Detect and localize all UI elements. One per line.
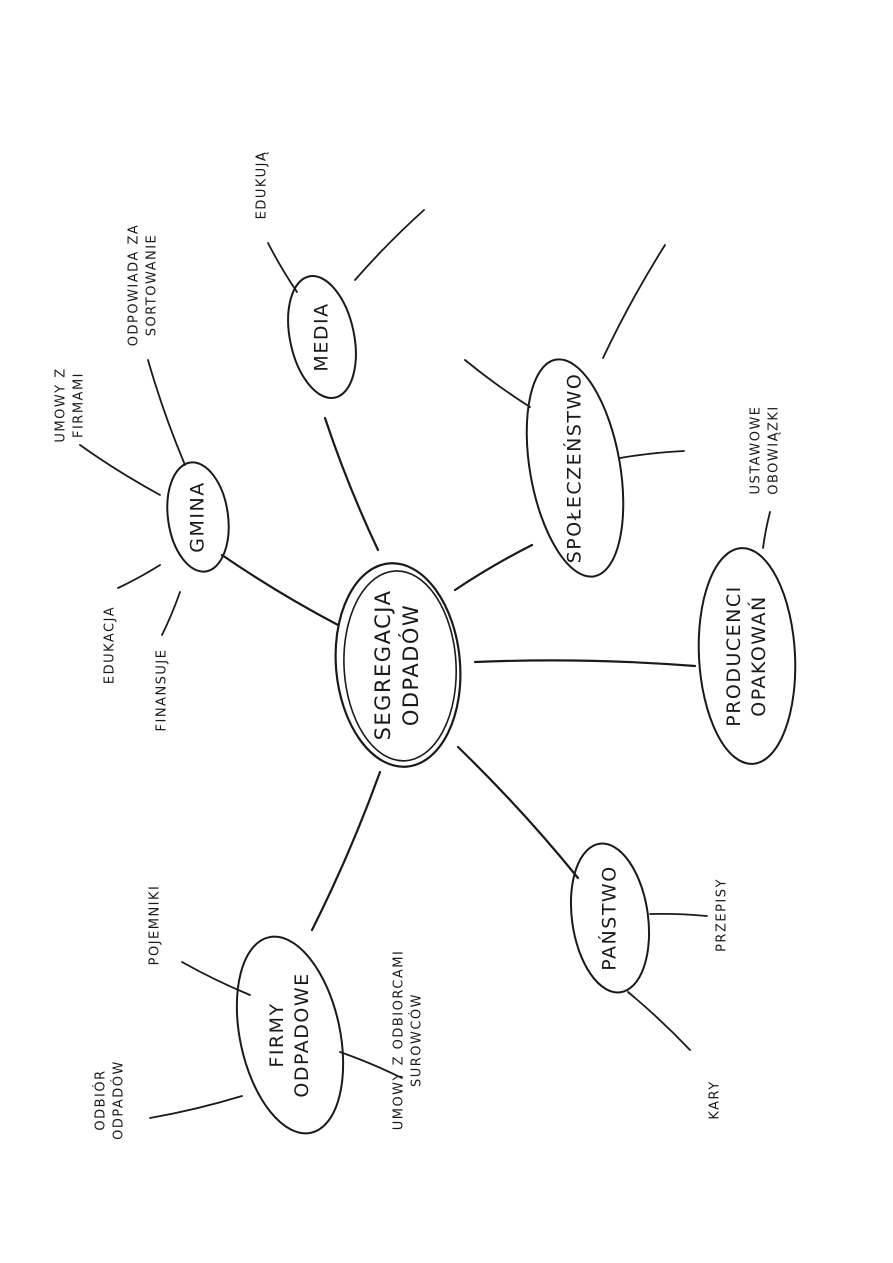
edge-gmina-to-umowy [79, 444, 161, 496]
node-firmy-label-line-1: FIRMY [266, 1002, 288, 1067]
node-media-label: MEDIA [311, 302, 333, 371]
node-spoleczenstwo-label: SPOŁECZEŃSTWO [563, 373, 586, 564]
leaf-pojemniki-label: POJEMNIKI [148, 885, 163, 966]
leaf-kary-label-line-1: KARY [708, 1080, 723, 1119]
leaf-ustawowe-label-line-1: USTAWOWE [749, 405, 764, 494]
leaf-edukacja-label-line-1: EDUKACJA [103, 606, 118, 684]
edge-center-to-spoleczenstwo [453, 543, 534, 592]
node-producenci-label-line-1: PRODUCENCI [723, 585, 745, 727]
edge-spoleczenstwo-to-blank-c [619, 450, 685, 459]
node-firmy-ellipse [235, 935, 345, 1135]
edge-center-to-gmina [220, 553, 340, 627]
edge-producenci-to-ustawowe [762, 511, 771, 549]
edge-center-to-firmy [310, 770, 382, 932]
diagram-nodes [166, 274, 797, 1135]
node-panstwo-ellipse [569, 842, 651, 994]
edge-center-to-panstwo [456, 745, 580, 880]
edge-panstwo-to-kary [627, 991, 691, 1051]
edge-spoleczenstwo-to-blank-b [602, 244, 666, 359]
node-producenci-ellipse [697, 547, 797, 765]
leaf-finansuje-label: FINANSUJE [155, 649, 170, 732]
leaf-odbior-label-line-1: ODBIÓR [93, 1069, 109, 1130]
leaf-pojemniki-label-line-1: POJEMNIKI [148, 885, 163, 966]
leaf-przepisy-label-line-1: PRZEPISY [715, 878, 730, 952]
leaf-kary-label: KARY [708, 1080, 723, 1119]
leaf-umowy-surowce-label-line-1: UMOWY Z ODBIORCAMI [392, 950, 407, 1131]
node-panstwo-label-line-1: PAŃSTWO [598, 865, 621, 970]
node-producenci-label-line-2: OPAKOWAŃ [747, 595, 770, 717]
leaf-edukuja-label: EDUKUJĄ [255, 151, 270, 220]
leaf-odpowiada-label-line-2: SORTOWANIE [145, 234, 160, 337]
edge-media-to-edukuja [267, 242, 298, 293]
node-media-ellipse [287, 274, 357, 400]
edge-gmina-to-finansuje [161, 591, 181, 636]
edge-firmy-to-odbior [149, 1095, 243, 1119]
edge-gmina-to-odpowiada [147, 359, 186, 466]
edge-firmy-to-pojemniki [181, 961, 251, 996]
node-gmina-ellipse [166, 461, 230, 573]
edge-firmy-to-umowy-surowce [339, 1051, 403, 1079]
edge-center-to-media [323, 416, 380, 552]
edge-center-to-producenci [473, 659, 697, 668]
edge-spoleczenstwo-to-blank-a [464, 359, 531, 408]
center-node-outer-ellipse [334, 562, 462, 768]
edge-media-to-blank [354, 209, 425, 281]
leaf-odbior-label-line-2: ODPADÓW [111, 1060, 127, 1140]
node-gmina-label-line-1: GMINA [187, 481, 209, 552]
center-node-inner-ellipse [343, 570, 457, 762]
leaf-umowy-label-line-2: FIRMAMI [72, 372, 87, 438]
leaf-ustawowe-label-line-2: OBOWIĄZKI [767, 405, 782, 495]
leaf-odpowiada-label-line-1: ODPOWIADA ZA [127, 224, 142, 347]
leaf-umowy-label-line-1: UMOWY Z [54, 367, 69, 442]
leaf-edukacja-label: EDUKACJA [103, 606, 118, 684]
leaf-umowy-surowce-label-line-2: SUROWCÓW [409, 993, 425, 1087]
node-spoleczenstwo-label-line-1: SPOŁECZEŃSTWO [563, 373, 586, 564]
node-media-label-line-1: MEDIA [311, 302, 333, 371]
diagram-edges [79, 209, 771, 1119]
leaf-finansuje-label-line-1: FINANSUJE [155, 649, 170, 732]
node-spoleczenstwo-ellipse [525, 358, 625, 578]
leaf-edukuja-label-line-1: EDUKUJĄ [255, 151, 270, 220]
edge-panstwo-to-przepisy [649, 912, 708, 917]
node-gmina-label: GMINA [187, 481, 209, 552]
leaf-przepisy-label: PRZEPISY [715, 878, 730, 952]
edge-gmina-to-edukacja [117, 564, 161, 589]
node-firmy-label-line-2: ODPADOWE [291, 972, 313, 1097]
center-node-label-line-1: SEGREGACJA [371, 590, 395, 741]
node-panstwo-label: PAŃSTWO [598, 865, 621, 970]
center-node-label-line-2: ODPADÓW [398, 604, 423, 726]
